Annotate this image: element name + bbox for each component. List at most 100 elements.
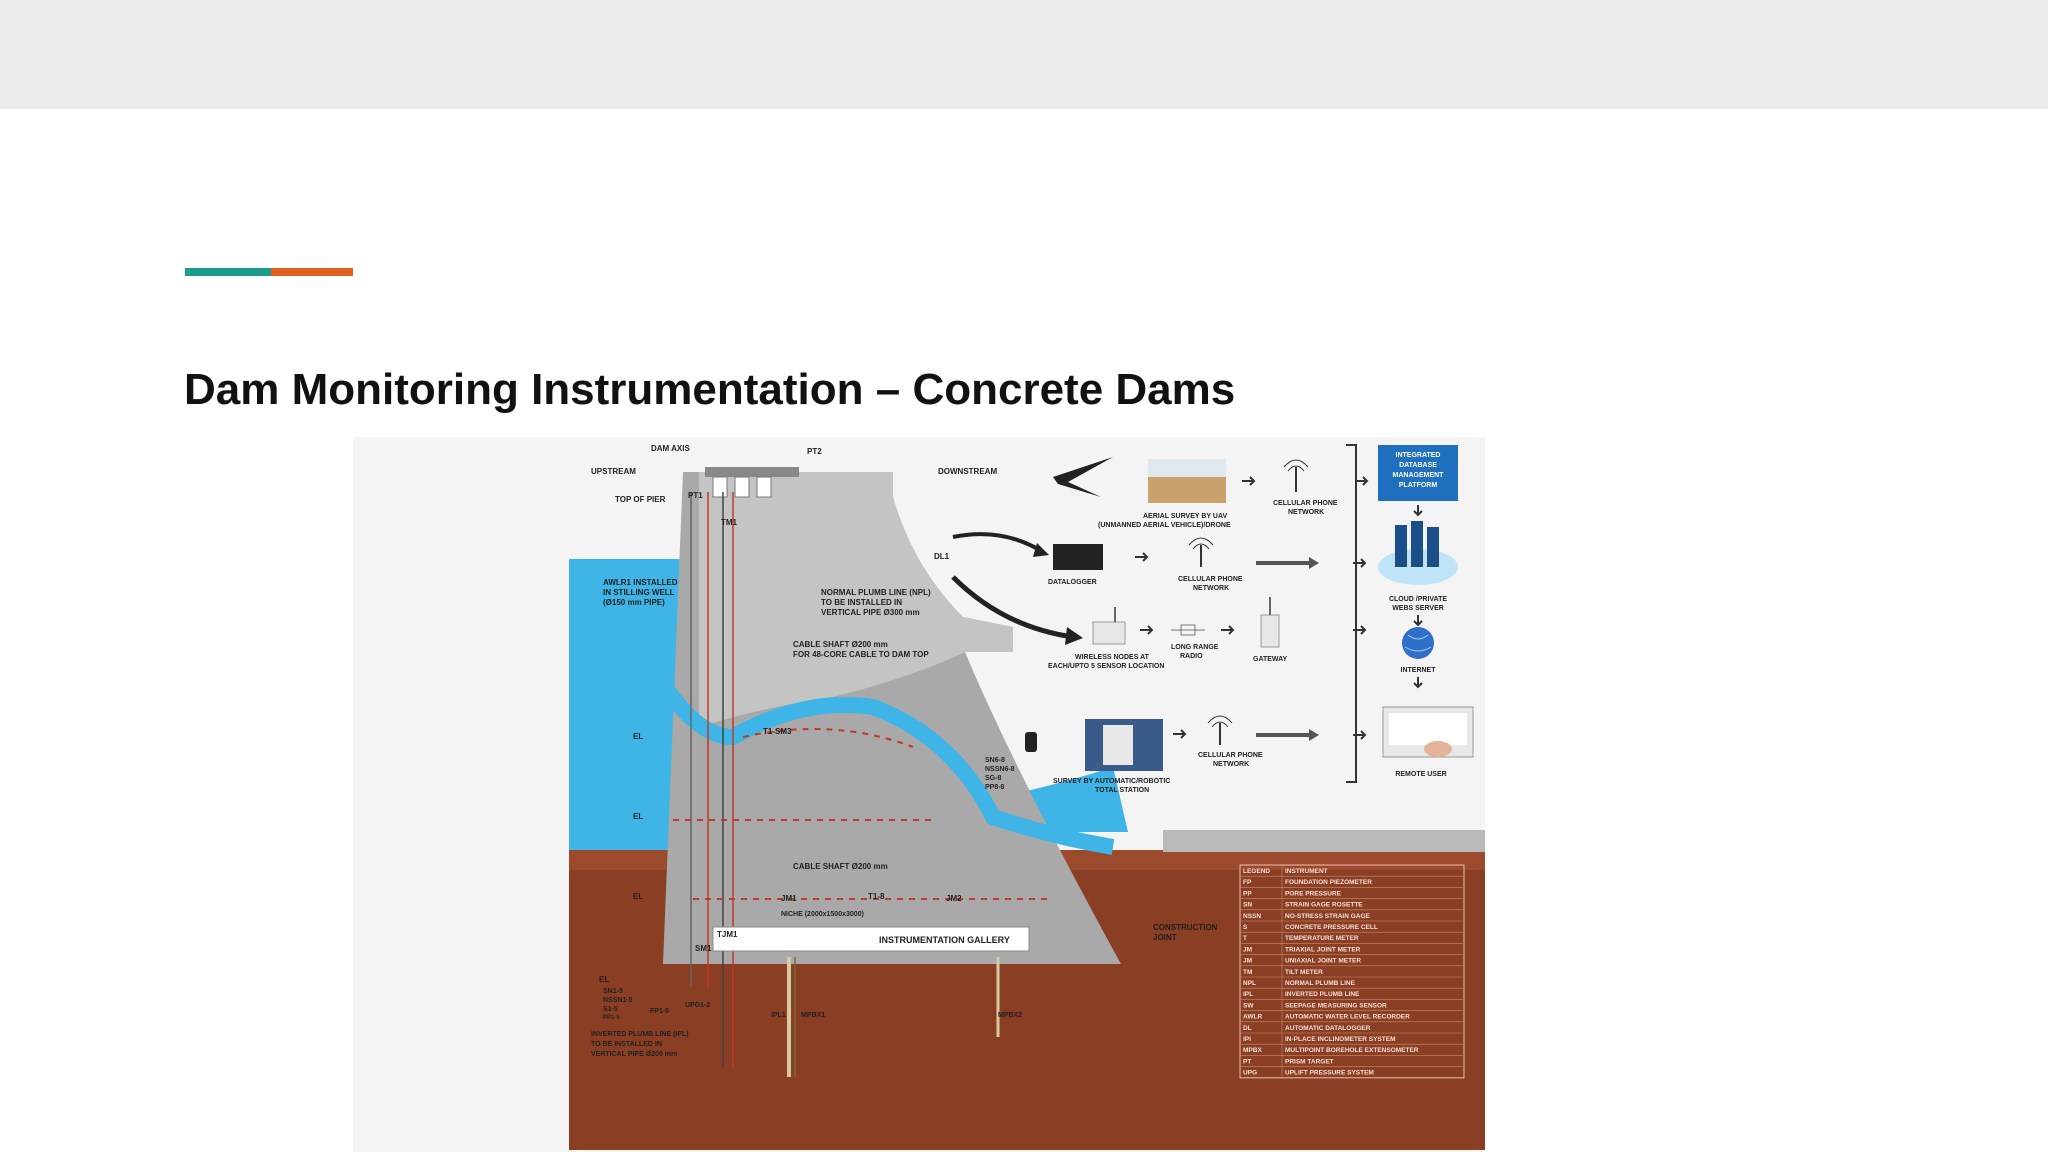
cloud-server-icon (1378, 521, 1458, 585)
svg-text:FOR 48-CORE CABLE TO DAM TOP: FOR 48-CORE CABLE TO DAM TOP (793, 650, 929, 659)
legend-instrument: TRIAXIAL JOINT METER (1285, 946, 1361, 953)
legend-instrument: UPLIFT PRESSURE SYSTEM (1285, 1070, 1374, 1077)
legend-code: T (1243, 935, 1247, 942)
label-el-1: EL (633, 732, 643, 741)
legend-instrument: IN-PLACE INCLINOMETER SYSTEM (1285, 1036, 1396, 1043)
label-wireless-nodes: WIRELESS NODES AT (1075, 654, 1150, 661)
label-cell-network-3: CELLULAR PHONE (1198, 752, 1263, 759)
slide-title: Dam Monitoring Instrumentation – Concret… (184, 360, 1684, 420)
cell-tower-icon-3 (1208, 716, 1232, 745)
legend-code: SN (1243, 902, 1252, 909)
legend-header-code: LEGEND (1243, 868, 1270, 875)
label-gateway: GATEWAY (1253, 656, 1288, 663)
label-ipl-note: INVERTED PLUMB LINE (IPL) (591, 1031, 689, 1038)
legend-instrument: AUTOMATIC WATER LEVEL RECORDER (1285, 1014, 1410, 1021)
legend-instrument: PORE PRESSURE (1285, 890, 1342, 897)
svg-text:JOINT: JOINT (1153, 933, 1177, 942)
legend-instrument: MULTIPOINT BOREHOLE EXTENSOMETER (1285, 1047, 1419, 1054)
svg-text:(Ø150 mm PIPE): (Ø150 mm PIPE) (603, 598, 665, 607)
label-cable-shaft-bottom: CABLE SHAFT Ø200 mm (793, 862, 888, 871)
label-upg1-2: UPG1-2 (685, 1002, 710, 1009)
ground-surface (1163, 830, 1485, 852)
legend-code: IPL (1243, 991, 1253, 998)
label-tm1: TM1 (721, 518, 738, 527)
label-sn6-8: SN6-8 (985, 757, 1005, 764)
legend-instrument: SEEPAGE MEASURING SENSOR (1285, 1002, 1387, 1009)
label-normal-plumb-line: NORMAL PLUMB LINE (NPL) (821, 588, 931, 597)
label-pt1: PT1 (688, 491, 703, 500)
label-cell-network-2: CELLULAR PHONE (1178, 576, 1243, 583)
svg-text:S1-5: S1-5 (603, 1006, 618, 1013)
label-instrumentation-gallery: INSTRUMENTATION GALLERY (879, 935, 1010, 945)
svg-text:PP1-5: PP1-5 (603, 1015, 620, 1021)
radio-icon (1171, 625, 1205, 635)
accent-bar-teal (185, 268, 271, 276)
svg-text:(UNMANNED AERIAL VEHICLE)/DRON: (UNMANNED AERIAL VEHICLE)/DRONE (1098, 522, 1231, 529)
label-jm2: JM2 (946, 894, 962, 903)
svg-text:PP8-8: PP8-8 (985, 784, 1005, 791)
label-remote-user: REMOTE USER (1395, 771, 1446, 778)
total-station-sensor-icon (1025, 732, 1037, 752)
legend-instrument: STRAIN GAGE ROSETTE (1285, 902, 1363, 909)
label-el-2: EL (633, 812, 643, 821)
legend-code: NSSN (1243, 913, 1261, 920)
svg-text:NSSN6-8: NSSN6-8 (985, 766, 1015, 773)
label-long-range-radio: LONG RANGE (1171, 644, 1219, 651)
remote-user-photo-icon (1383, 707, 1473, 757)
svg-text:EACH/UPTO 5 SENSOR LOCATION: EACH/UPTO 5 SENSOR LOCATION (1048, 663, 1164, 670)
legend-code: AWLR (1243, 1014, 1262, 1021)
svg-text:IN STILLING WELL: IN STILLING WELL (603, 588, 675, 597)
label-dl1: DL1 (934, 552, 950, 561)
svg-text:NETWORK: NETWORK (1213, 761, 1249, 768)
legend-code: UPG (1243, 1070, 1257, 1077)
globe-icon (1402, 627, 1434, 659)
legend-code: DL (1243, 1025, 1252, 1032)
legend-instrument: TILT METER (1285, 969, 1323, 976)
label-total-station: SURVEY BY AUTOMATIC/ROBOTIC (1053, 778, 1170, 785)
gateway-icon (1261, 615, 1279, 647)
legend-instrument: CONCRETE PRESSURE CELL (1285, 924, 1378, 931)
label-datalogger: DATALOGGER (1048, 579, 1097, 586)
legend-header-instrument: INSTRUMENT (1285, 868, 1328, 875)
legend-instrument: NORMAL PLUMB LINE (1285, 980, 1356, 987)
label-upstream: UPSTREAM (591, 467, 636, 476)
svg-text:NETWORK: NETWORK (1193, 585, 1229, 592)
top-bar (0, 0, 2048, 109)
svg-text:PLATFORM: PLATFORM (1399, 482, 1438, 489)
label-sn1-5: SN1-5 (603, 988, 623, 995)
label-mpbx1: MPBX1 (801, 1012, 825, 1019)
label-jm1: JM1 (781, 894, 797, 903)
label-niche: NICHE (2000x1500x3000) (781, 911, 864, 918)
legend-code: IPI (1243, 1036, 1251, 1043)
svg-text:WEBS SERVER: WEBS SERVER (1392, 605, 1444, 612)
dam-instrumentation-diagram: DAM AXIS PT2 UPSTREAM DOWNSTREAM TOP OF … (353, 437, 1485, 1152)
label-t1-8: T1-8 (868, 892, 885, 901)
svg-text:RADIO: RADIO (1180, 653, 1203, 660)
svg-text:TO BE INSTALLED IN: TO BE INSTALLED IN (821, 598, 902, 607)
svg-text:TOTAL STATION: TOTAL STATION (1095, 787, 1149, 794)
legend-code: S (1243, 924, 1248, 931)
label-downstream: DOWNSTREAM (938, 467, 997, 476)
label-construction-joint: CONSTRUCTION (1153, 923, 1218, 932)
svg-text:DATABASE: DATABASE (1399, 462, 1437, 469)
legend-code: TM (1243, 969, 1252, 976)
label-sm1: SM1 (695, 944, 712, 953)
legend-instrument: AUTOMATIC DATALOGGER (1285, 1025, 1371, 1032)
label-platform: INTEGRATED (1396, 452, 1441, 459)
label-ipl1: IPL1 (771, 1012, 786, 1019)
svg-text:SG-8: SG-8 (985, 775, 1001, 782)
legend-instrument: TEMPERATURE METER (1285, 935, 1359, 942)
svg-text:MANAGEMENT: MANAGEMENT (1393, 472, 1445, 479)
label-awlr: AWLR1 INSTALLED (603, 578, 678, 587)
label-t1-sm3: T1-SM3 (763, 727, 792, 736)
label-internet: INTERNET (1401, 667, 1437, 674)
svg-text:TO BE INSTALLED IN: TO BE INSTALLED IN (591, 1041, 662, 1048)
label-top-of-pier: TOP OF PIER (615, 495, 666, 504)
label-cloud-server: CLOUD /PRIVATE (1389, 596, 1447, 603)
datalogger-icon (1053, 544, 1103, 570)
wireless-node-icon (1093, 622, 1125, 644)
label-el-3: EL (633, 892, 643, 901)
legend-code: MPBX (1243, 1047, 1262, 1054)
label-cell-network-1: CELLULAR PHONE (1273, 500, 1338, 507)
legend-code: JM (1243, 946, 1252, 953)
